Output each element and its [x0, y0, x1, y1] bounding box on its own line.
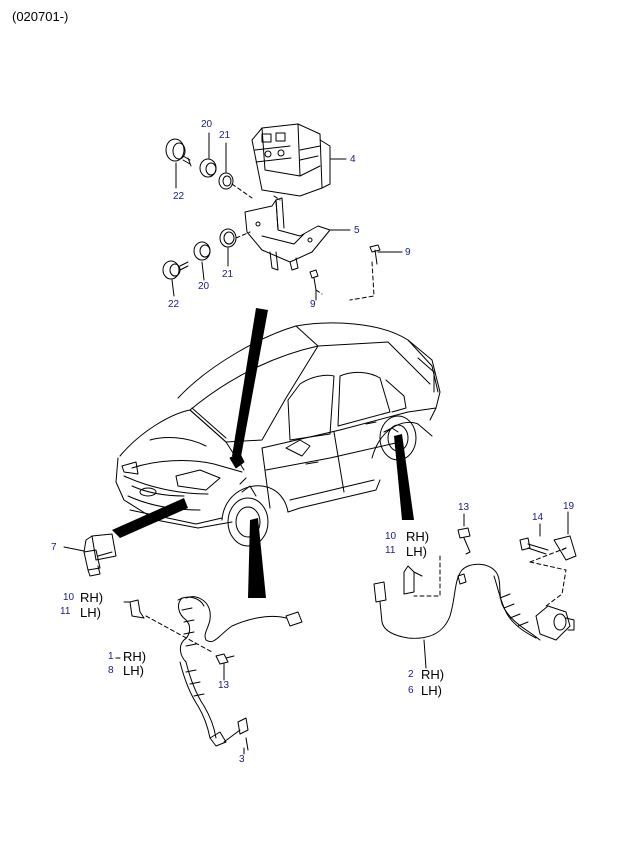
side-rh-front-bracket: RH): [80, 590, 104, 605]
callout-20-upper: 20: [201, 119, 213, 130]
assembly-guides-upper: [231, 183, 375, 301]
side-lh-front-bracket: LH): [80, 605, 101, 620]
abs-bracket: [244, 197, 331, 271]
callout-22-upper: 22: [173, 191, 185, 202]
callout-10-rear: 10: [385, 531, 397, 542]
rear-sensor-harness: [373, 563, 575, 669]
callout-1: 1: [108, 651, 114, 662]
side-lh-front-sensor: LH): [123, 663, 144, 678]
callout-22-lower: 22: [168, 299, 180, 310]
callout-14: 14: [532, 512, 544, 523]
bolts-9: [309, 244, 381, 291]
leader-lines-upper: [171, 132, 403, 301]
connector-7: [63, 533, 117, 577]
front-sensor-harness: [129, 596, 303, 751]
callout-9-right: 9: [405, 247, 411, 258]
callout-13-rear: 13: [458, 502, 470, 513]
callout-21-upper: 21: [219, 130, 231, 141]
side-lh-rear-sensor: LH): [421, 683, 442, 698]
callout-7: 7: [51, 542, 57, 553]
callout-11-front: 11: [60, 606, 71, 617]
callout-2: 2: [408, 669, 414, 680]
side-rh-rear-bracket: RH): [406, 529, 430, 544]
abs-module-location: [229, 427, 399, 497]
upper-mount-parts: [165, 138, 234, 190]
callout-20-lower: 20: [198, 281, 210, 292]
callout-6: 6: [408, 685, 414, 696]
callout-4: 4: [350, 154, 356, 165]
side-rh-front-sensor: RH): [123, 649, 147, 664]
callout-10-front: 10: [63, 592, 75, 603]
front-guides: [145, 615, 225, 679]
header-code: (020701-): [12, 9, 69, 24]
callout-5: 5: [354, 225, 360, 236]
front-leaders: [115, 601, 245, 755]
callout-19: 19: [563, 501, 575, 512]
side-rh-rear-sensor: RH): [421, 667, 445, 682]
abs-hydraulic-unit: [251, 123, 331, 197]
callout-13-front: 13: [218, 680, 230, 691]
callout-21-lower: 21: [222, 269, 234, 280]
sedan-outline: [115, 322, 441, 547]
side-lh-rear-bracket: LH): [406, 544, 427, 559]
rear-hardware: [457, 511, 577, 561]
pointer-wedges: [112, 308, 414, 598]
callout-3: 3: [239, 754, 245, 765]
rear-guides: [413, 547, 567, 607]
callout-9-lower: 9: [310, 299, 316, 310]
callout-11-rear: 11: [385, 545, 396, 556]
callout-8: 8: [108, 665, 114, 676]
